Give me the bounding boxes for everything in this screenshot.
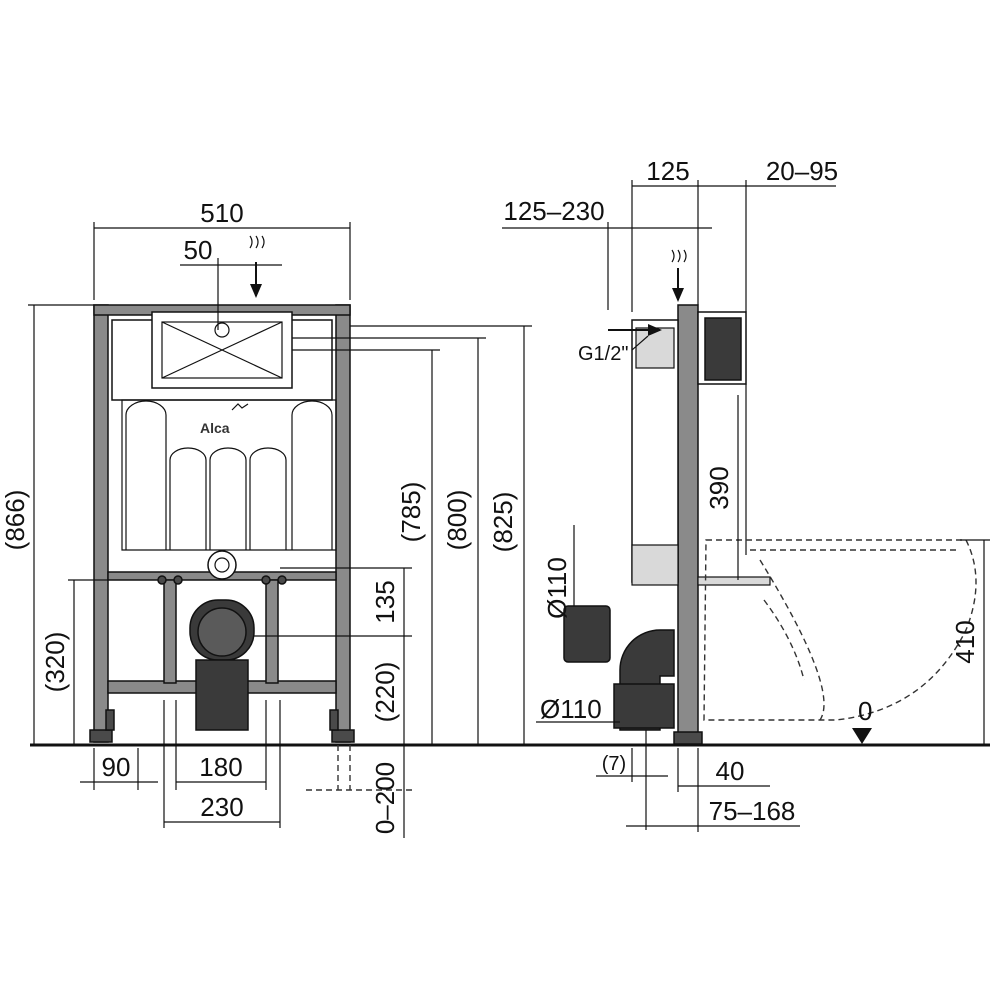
side-foot: [673, 731, 703, 745]
tank-lobe-5: [291, 400, 333, 550]
tank-lobe-1: [125, 400, 167, 550]
dim-height-320: (320): [40, 632, 70, 693]
dim-height-785: (785): [396, 482, 426, 543]
toilet-bowl-trap: [763, 599, 805, 681]
brand-logo: Alca: [200, 420, 230, 436]
brand-bird-icon: [231, 403, 249, 411]
outlet-sleeve: [613, 683, 675, 729]
water-inlet-symbol: [214, 322, 230, 338]
dim-height-866: (866): [0, 490, 30, 551]
right-foot-bolt: [329, 709, 339, 731]
side-water-icon: [671, 249, 687, 263]
dim-outlet-upper: Ø110: [542, 557, 572, 619]
drain-pipe-front: [195, 659, 249, 731]
mount-bolt-2: [173, 575, 183, 585]
side-water-arrow-head: [672, 288, 684, 302]
flush-plate-mount-inner: [704, 317, 742, 381]
dim-bolt-230: 230: [200, 792, 243, 822]
side-cistern-valve: [635, 327, 675, 369]
dim-gap-7: (7): [602, 753, 626, 775]
dim-135: 135: [370, 580, 400, 623]
tank-lobe-2: [169, 447, 207, 550]
dim-floor-adjust: 0–200: [370, 762, 400, 834]
service-opening-inner: [161, 321, 283, 379]
mount-bolt-1: [157, 575, 167, 585]
side-frame-post: [677, 304, 699, 744]
left-foot-bolt: [105, 709, 115, 731]
tank-lobe-3: [209, 447, 247, 550]
mount-bolt-4: [277, 575, 287, 585]
mounting-rod: [697, 576, 771, 586]
side-cistern-bottom: [631, 544, 679, 586]
inner-stud-left: [163, 579, 177, 684]
dim-outlet-lower: Ø110: [540, 694, 602, 724]
dim-depth-125-230: 125–230: [503, 196, 604, 226]
toilet-bowl-outline: [703, 539, 977, 721]
drain-opening: [197, 607, 247, 657]
inner-stud-right: [265, 579, 279, 684]
tank-lobe-4: [249, 447, 287, 550]
water-supply-arrow-head: [250, 284, 262, 298]
zero-level-label: 0: [858, 696, 872, 726]
left-post: [93, 304, 109, 743]
cistern-tank: [121, 399, 337, 551]
right-post: [335, 304, 351, 743]
inlet-arrow: [648, 324, 662, 336]
right-foot: [331, 729, 355, 743]
dim-depth-75-168: 75–168: [709, 796, 796, 826]
dim-depth-20-95: 20–95: [766, 156, 838, 186]
zero-level-marker: [852, 728, 872, 744]
thread-leader: [631, 335, 649, 351]
opening-diagonal-b: [161, 321, 283, 379]
outlet-socket-upper: [563, 605, 611, 663]
side-view: 125 20–95 125–230 G1/2" Ø110 Ø110 390 41…: [502, 156, 990, 832]
dim-foot-90: 90: [102, 752, 131, 782]
dim-height-825: (825): [488, 492, 518, 553]
thread-label: G1/2": [578, 343, 628, 365]
dim-inlet-50: 50: [184, 235, 213, 265]
flush-valve-inner: [214, 557, 230, 573]
dim-depth-40: 40: [716, 756, 745, 786]
dim-height-390: 390: [704, 466, 734, 509]
mount-bolt-3: [261, 575, 271, 585]
front-view: Alca 510 50 (866) (320): [0, 198, 532, 838]
dim-depth-125: 125: [646, 156, 689, 186]
toilet-bowl-inner: [750, 549, 960, 721]
flush-valve: [207, 550, 237, 580]
dim-stud-180: 180: [199, 752, 242, 782]
left-foot: [89, 729, 113, 743]
dim-height-800: (800): [442, 490, 472, 551]
dim-220: (220): [370, 662, 400, 723]
dim-height-410: 410: [950, 620, 980, 663]
dim-width-510: 510: [200, 198, 243, 228]
water-supply-icon: [249, 235, 265, 249]
